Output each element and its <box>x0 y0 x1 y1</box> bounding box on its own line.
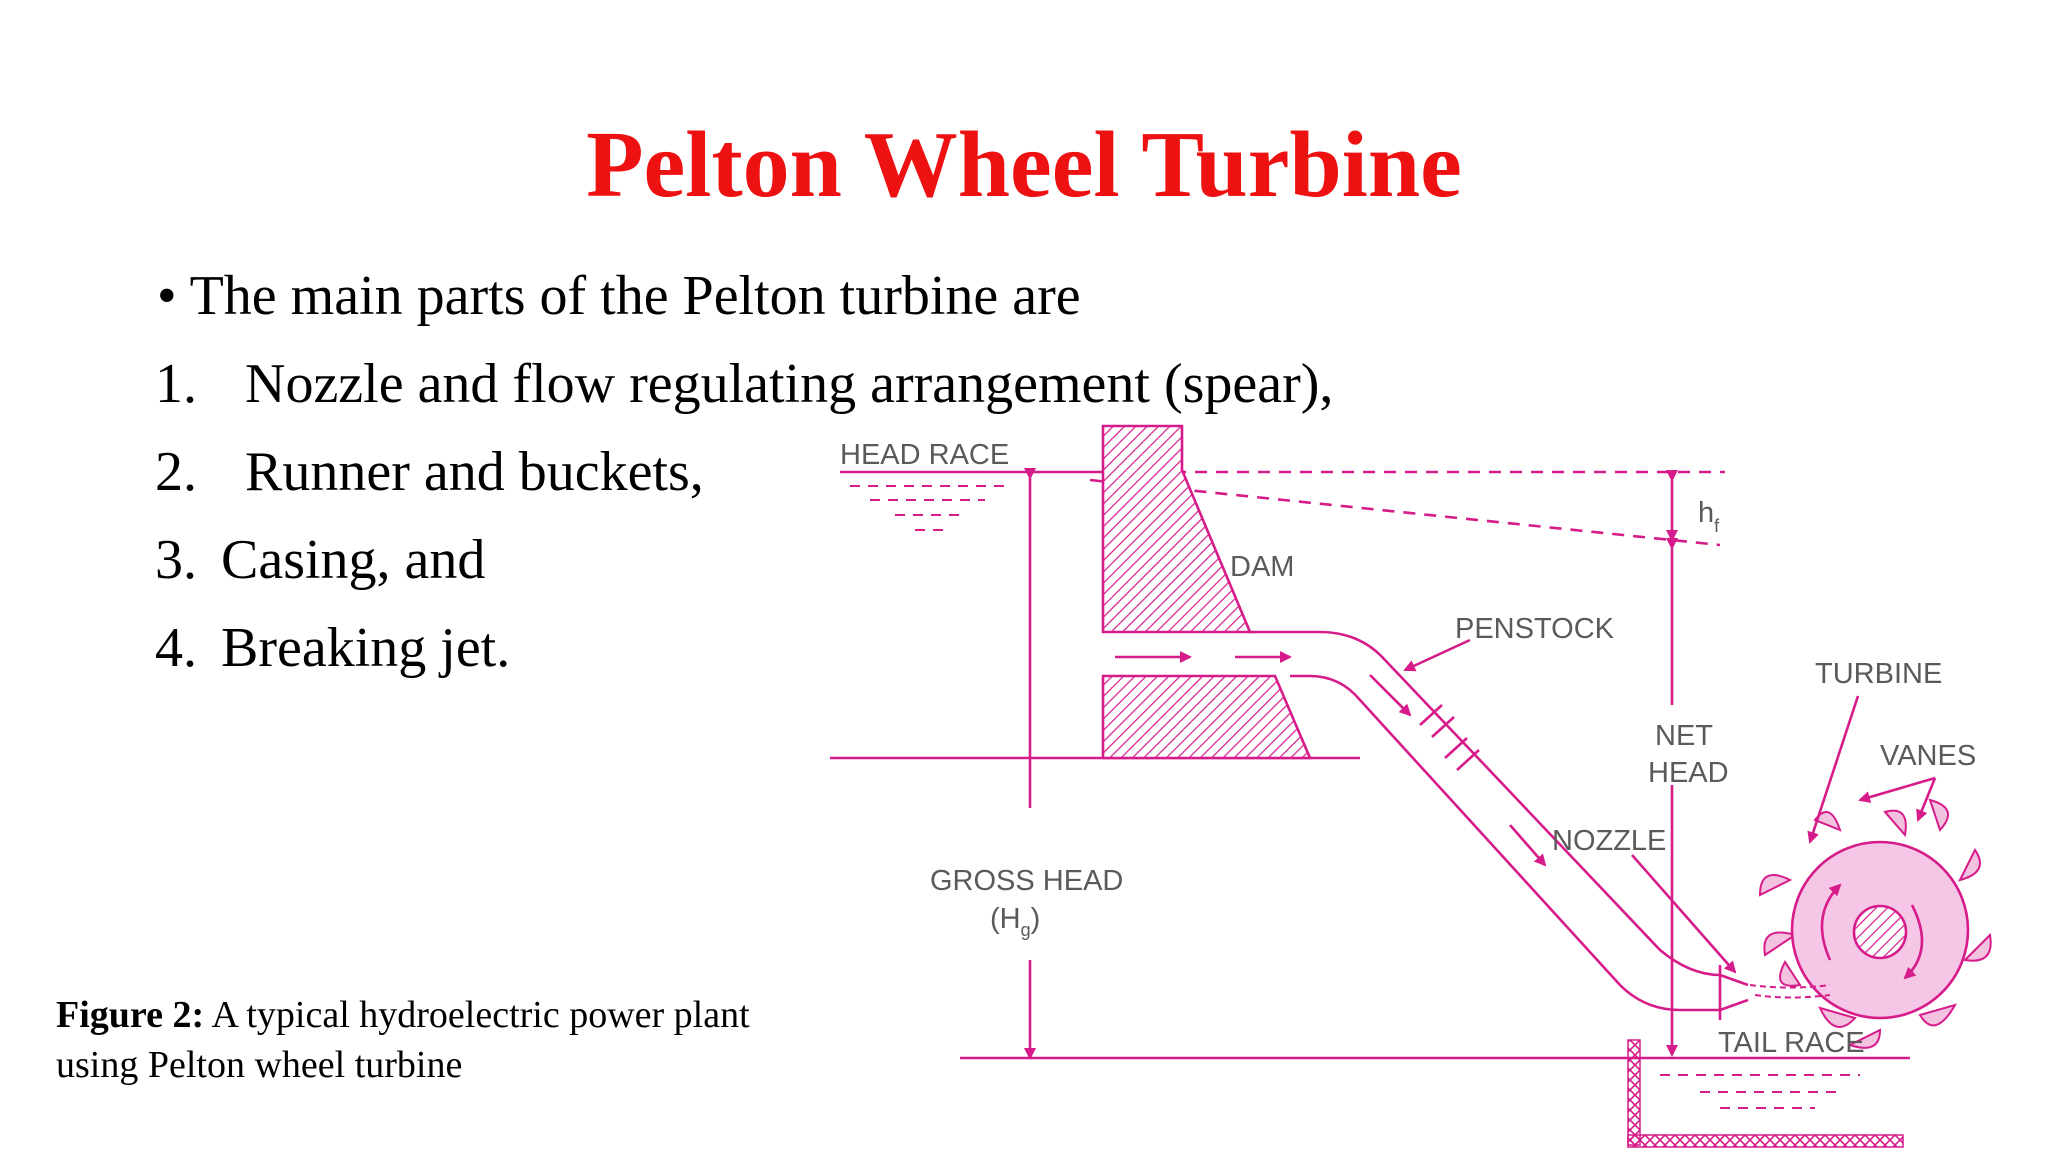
nozzle-label: NOZZLE <box>1552 825 1666 857</box>
list-text: Runner and buckets, <box>245 441 704 503</box>
head-race-label: HEAD RACE <box>840 439 1009 471</box>
caption-text-line2: using Pelton wheel turbine <box>56 1044 463 1086</box>
penstock-break <box>1419 704 1480 771</box>
intro-bullet: • The main parts of the Pelton turbine a… <box>157 265 1081 327</box>
penstock-lower <box>1290 674 1720 1012</box>
gross-head-symbol: (Hg) <box>990 903 1040 940</box>
figure-caption: Figure 2: A typical hydroelectric power … <box>56 990 750 1090</box>
list-text: Breaking jet. <box>221 617 511 679</box>
tail-race-label: TAIL RACE <box>1718 1027 1865 1059</box>
list-item: 2. Runner and buckets, <box>155 444 704 500</box>
list-text: Nozzle and flow regulating arrangement (… <box>245 353 1334 415</box>
list-number: 4. <box>155 617 197 679</box>
tail-race-water-marks <box>1660 1074 1860 1109</box>
vanes-label: VANES <box>1880 740 1976 772</box>
hf-label: hf <box>1698 497 1720 536</box>
rotation-arrow <box>1820 883 1842 961</box>
net-head-label-line1: NET <box>1655 720 1713 752</box>
turbine-pointer <box>1807 695 1860 844</box>
tail-race-bed <box>1627 1134 1904 1148</box>
nozzle-tip <box>1719 973 1749 1012</box>
pelton-wheel <box>1749 798 1992 1049</box>
caption-label: Figure 2: <box>56 994 205 1036</box>
caption-text: A typical hydroelectric power plant <box>204 994 750 1036</box>
list-number: 1. <box>155 353 197 415</box>
gross-head-label: GROSS HEAD <box>930 865 1123 897</box>
hf-main: h <box>1698 497 1714 529</box>
list-item: 1. Nozzle and flow regulating arrangement… <box>155 356 1333 412</box>
dam-base <box>1101 674 1312 760</box>
list-number: 2. <box>155 441 197 503</box>
penstock-pointer <box>1403 638 1471 672</box>
hf-sub: f <box>1714 516 1720 536</box>
net-head-label-line2: HEAD <box>1648 757 1729 789</box>
slide-title: Pelton Wheel Turbine <box>586 113 1462 217</box>
list-number: 3. <box>155 529 197 591</box>
flow-arrow <box>1509 824 1547 867</box>
head-race-water-marks <box>850 485 1010 531</box>
penstock-label: PENSTOCK <box>1455 613 1615 645</box>
vanes-pointer <box>1916 777 1937 822</box>
turbine-label: TURBINE <box>1815 658 1942 690</box>
dam <box>1101 424 1252 634</box>
tail-race-wall <box>1627 1039 1641 1146</box>
nozzle-pointer <box>1631 854 1737 974</box>
flow-arrow <box>1369 674 1412 717</box>
dam-label: DAM <box>1230 551 1294 583</box>
vanes-pointer <box>1858 776 1936 803</box>
energy-grade-line <box>1089 478 1721 547</box>
list-item: 3. Casing, and <box>155 532 485 588</box>
list-text: Casing, and <box>221 529 486 591</box>
penstock-upper <box>1250 630 1721 977</box>
list-item: 4. Breaking jet. <box>155 620 510 676</box>
